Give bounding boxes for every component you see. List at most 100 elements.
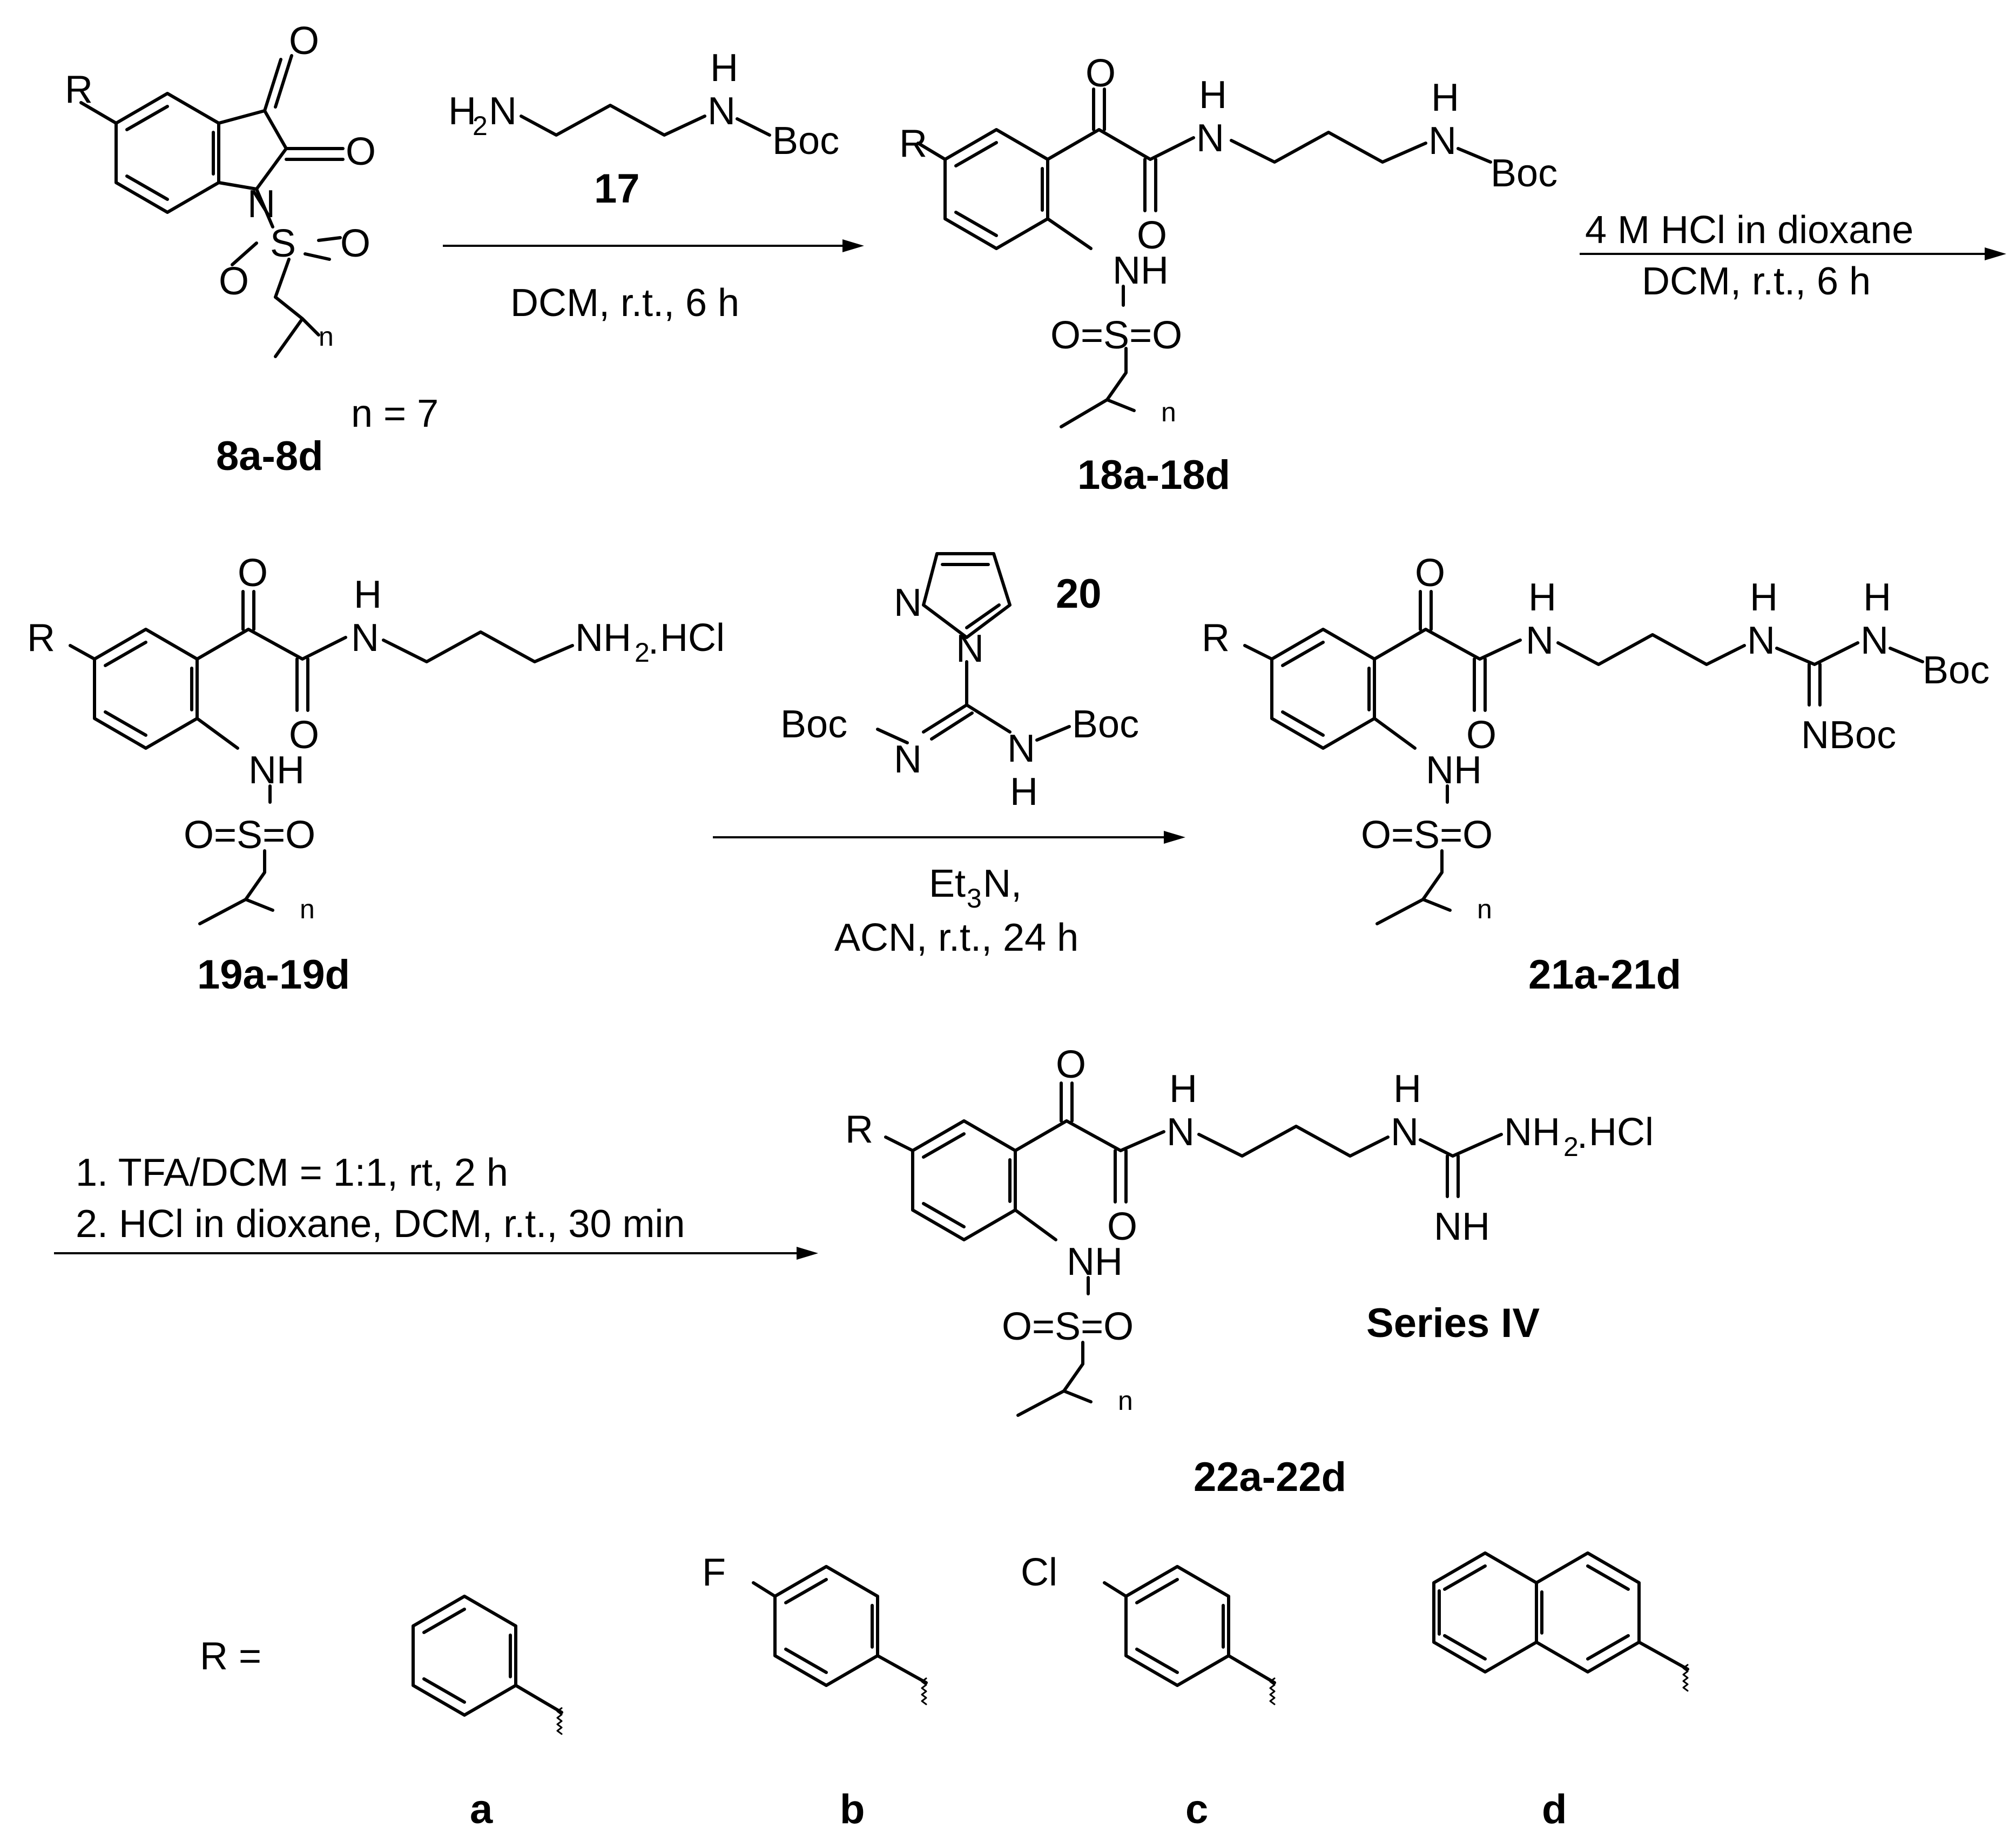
amine-n: N	[1007, 727, 1035, 770]
oxygen-atom: O	[238, 552, 268, 595]
nitrogen-atom: N	[1391, 1111, 1419, 1154]
h2n-n: N	[489, 90, 517, 133]
hydrogen-atom: H	[1528, 576, 1556, 619]
nh-group: NH	[248, 749, 305, 792]
label-19a-19d: 19a-19d	[197, 952, 350, 998]
oxygen-atom: O	[219, 260, 249, 303]
hcl-salt: HCl	[660, 616, 725, 660]
nitrogen-atom: N	[1747, 619, 1775, 662]
boc-group: Boc	[1491, 152, 1557, 195]
r-group-legend: R = a F b Cl c	[200, 1551, 1689, 1828]
nitrogen-atom: N	[1196, 117, 1224, 160]
oxygen-atom: O	[289, 19, 319, 63]
oxygen-atom: O	[1137, 214, 1167, 257]
imine-nh: NH	[1434, 1205, 1490, 1248]
conditions-step3: ACN, r.t., 24 h	[834, 916, 1078, 959]
dot: .	[648, 619, 659, 662]
so2-group: O=S=O	[1002, 1305, 1134, 1348]
conditions-step1: DCM, r.t., 6 h	[510, 281, 739, 325]
hydrogen-atom: H	[1431, 76, 1459, 119]
hydrogen-atom: H	[1750, 576, 1778, 619]
compound-21: R O O N H N H N H Boc NBoc NH O=S=O n 21…	[1202, 552, 1990, 998]
arrow-step1: DCM, r.t., 6 h	[443, 239, 864, 325]
r-label-d: d	[1542, 1786, 1567, 1828]
hydrogen-atom: H	[1199, 73, 1227, 117]
r-group-a: a	[412, 1595, 563, 1828]
r-label: R	[65, 68, 93, 111]
h2n-h: H	[448, 90, 476, 133]
nh2-group-n: NH	[1504, 1111, 1560, 1154]
oxygen-atom: O	[340, 222, 370, 265]
nitrogen-atom: N	[247, 183, 275, 226]
compound-22: R O O N H N H NH 2 . HCl NH NH O=S=O n S…	[845, 1043, 1654, 1500]
label-17: 17	[594, 166, 640, 212]
nitrogen-atom: N	[1860, 619, 1889, 662]
nitrogen-atom: N	[351, 616, 379, 660]
nh2-subscript: 2	[1563, 1132, 1579, 1162]
series-label: Series IV	[1366, 1300, 1540, 1346]
r-label: R	[899, 122, 927, 165]
n-subscript: n	[1118, 1386, 1133, 1416]
conditions-n: N,	[983, 862, 1022, 905]
hcl-salt: HCl	[1589, 1111, 1654, 1154]
hydrogen-atom: H	[354, 573, 382, 616]
oxygen-atom: O	[1107, 1205, 1137, 1248]
fluorine-atom: F	[702, 1551, 726, 1594]
nitrogen-atom: N	[1428, 119, 1457, 163]
oxygen-atom: O	[1085, 52, 1116, 95]
label-18a-18d: 18a-18d	[1077, 452, 1230, 498]
nh-group: NH	[1426, 749, 1482, 792]
n-subscript: n	[319, 321, 334, 352]
so2-group: O=S=O	[1050, 314, 1182, 357]
n-subscript: n	[300, 894, 315, 924]
reagent-20: N N 20 Boc N N H Boc	[780, 552, 1139, 814]
arrow-step3: Et 3 N, ACN, r.t., 24 h	[713, 831, 1185, 959]
dot: .	[1577, 1113, 1588, 1157]
n-subscript: n	[1161, 397, 1176, 427]
conditions-step2-bottom: DCM, r.t., 6 h	[1642, 260, 1871, 303]
boc-group: Boc	[1923, 649, 1990, 692]
arrow-step2: 4 M HCl in dioxane DCM, r.t., 6 h	[1580, 209, 2006, 303]
conditions-et: Et	[929, 862, 966, 905]
oxygen-atom: O	[1415, 552, 1445, 595]
r-label: R	[27, 616, 55, 660]
r-group-d: d	[1432, 1551, 1689, 1828]
nh2-subscript: 2	[635, 637, 650, 668]
oxygen-atom: O	[1056, 1043, 1086, 1086]
conditions-step4-2: 2. HCl in dioxane, DCM, r.t., 30 min	[76, 1202, 685, 1246]
nboc-group: NBoc	[1801, 714, 1896, 757]
r-label: R	[845, 1108, 873, 1151]
r-label-a: a	[470, 1786, 493, 1828]
nh2-group-n: NH	[575, 616, 631, 660]
label-22a-22d: 22a-22d	[1194, 1454, 1346, 1500]
conditions-step2-top: 4 M HCl in dioxane	[1585, 209, 1913, 252]
amine-h: H	[1010, 770, 1038, 814]
conditions-step4-1: 1. TFA/DCM = 1:1, rt, 2 h	[76, 1151, 508, 1194]
n-equals: n = 7	[351, 392, 439, 435]
label-21a-21d: 21a-21d	[1528, 952, 1681, 998]
compound-19: R O O N H NH 2 . HCl NH O=S=O n 19a-19d	[27, 552, 725, 998]
so2-group: O=S=O	[1361, 814, 1493, 857]
pyrazole-n1: N	[956, 627, 984, 670]
nitrogen-atom: N	[707, 90, 736, 133]
reagent-17: H 2 N N H Boc 17	[448, 46, 839, 212]
r-label: R	[1202, 616, 1230, 660]
hydrogen-atom: H	[1863, 576, 1891, 619]
r-group-c: Cl c	[1021, 1551, 1276, 1828]
conditions-et-sub: 3	[967, 883, 982, 913]
pyrazole-n: N	[894, 581, 922, 624]
arrow-step4: 1. TFA/DCM = 1:1, rt, 2 h 2. HCl in diox…	[54, 1151, 818, 1260]
label-20: 20	[1056, 571, 1102, 617]
compound-18: R O O N H N H Boc NH O=S=O n 18a-18d	[899, 52, 1557, 498]
imine-n: N	[894, 738, 922, 781]
hydrogen-atom: H	[1169, 1067, 1197, 1111]
r-label-b: b	[840, 1786, 865, 1828]
hydrogen-atom: H	[710, 46, 738, 90]
h2n-subscript: 2	[473, 111, 488, 141]
nitrogen-atom: N	[1167, 1111, 1195, 1154]
nh-group: NH	[1112, 249, 1169, 292]
oxygen-atom: O	[1466, 714, 1496, 757]
r-label-c: c	[1185, 1786, 1208, 1828]
label-8a-8d: 8a-8d	[216, 433, 323, 479]
